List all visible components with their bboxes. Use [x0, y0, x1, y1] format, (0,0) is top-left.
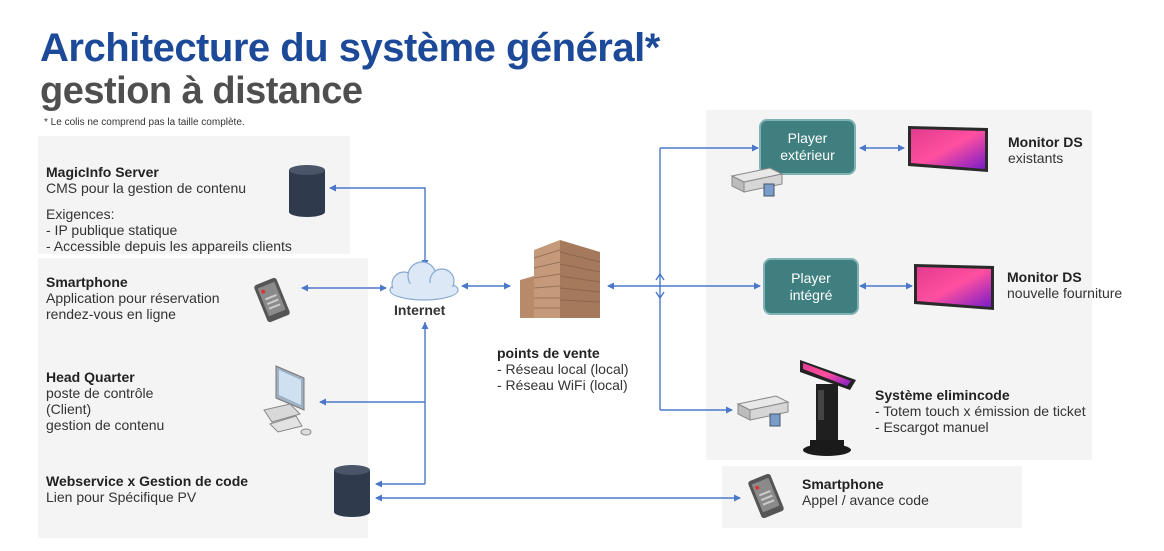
smartphone-left-block: Smartphone Application pour réservation … — [46, 274, 220, 322]
points-de-vente-line1: - Réseau local (local) — [497, 361, 629, 377]
page-subtitle: gestion à distance — [40, 70, 363, 112]
points-de-vente-block: points de vente - Réseau local (local) -… — [497, 345, 629, 393]
player-integre-line1: Player — [791, 269, 831, 286]
footnote: * Le colis ne comprend pas la taille com… — [44, 117, 245, 128]
magicinfo-desc: CMS pour la gestion de contenu — [46, 180, 247, 196]
player-integre-line2: intégré — [789, 286, 833, 303]
monitor-existants-line1: existants — [1008, 150, 1064, 166]
smartphone-left-title: Smartphone — [46, 274, 128, 290]
webservice-title: Webservice x Gestion de code — [46, 473, 249, 489]
magicinfo-req-title: Exigences: — [46, 206, 115, 222]
player-integre-box: Player intégré — [763, 258, 859, 315]
elimincode-line1: - Totem touch x émission de ticket — [875, 403, 1086, 419]
smartphone-right-title: Smartphone — [802, 476, 884, 492]
headquarter-block: Head Quarter poste de contrôle (Client) … — [46, 369, 164, 433]
elimincode-block: Système elimincode - Totem touch x émiss… — [875, 387, 1086, 435]
page-title: Architecture du système général* — [40, 26, 660, 70]
left-panel-2 — [38, 258, 368, 538]
elimincode-line2: - Escargot manuel — [875, 419, 989, 435]
monitor-existants-title: Monitor DS — [1008, 134, 1083, 150]
headquarter-line3: gestion de contenu — [46, 417, 165, 433]
monitor-nouvelle-line1: nouvelle fourniture — [1007, 285, 1123, 301]
magicinfo-title: MagicInfo Server — [46, 164, 159, 180]
player-exterieur-line2: extérieur — [780, 147, 835, 163]
smartphone-right-block: Smartphone Appel / avance code — [802, 476, 929, 508]
smartphone-left-line2: rendez-vous en ligne — [46, 306, 176, 322]
points-de-vente-title: points de vente — [497, 345, 600, 361]
player-exterieur-box: Player extérieur — [759, 119, 856, 175]
webservice-block: Webservice x Gestion de code Lien pour S… — [46, 473, 248, 505]
monitor-existants-block: Monitor DS existants — [1008, 134, 1083, 166]
headquarter-line2: (Client) — [46, 401, 92, 417]
headquarter-line1: poste de contrôle — [46, 385, 154, 401]
webservice-line1: Lien pour Spécifique PV — [46, 489, 197, 505]
player-exterieur-line1: Player — [787, 130, 828, 146]
monitor-nouvelle-block: Monitor DS nouvelle fourniture — [1007, 269, 1122, 301]
points-de-vente-line2: - Réseau WiFi (local) — [497, 377, 628, 393]
magicinfo-block: MagicInfo Server CMS pour la gestion de … — [46, 164, 292, 254]
elimincode-title: Système elimincode — [875, 387, 1010, 403]
smartphone-left-line1: Application pour réservation — [46, 290, 220, 306]
smartphone-right-line1: Appel / avance code — [802, 492, 929, 508]
magicinfo-req2: - Accessible depuis les appareils client… — [46, 238, 292, 254]
monitor-nouvelle-title: Monitor DS — [1007, 269, 1082, 285]
magicinfo-req1: - IP publique statique — [46, 222, 178, 238]
headquarter-title: Head Quarter — [46, 369, 135, 385]
internet-label: Internet — [394, 302, 446, 318]
